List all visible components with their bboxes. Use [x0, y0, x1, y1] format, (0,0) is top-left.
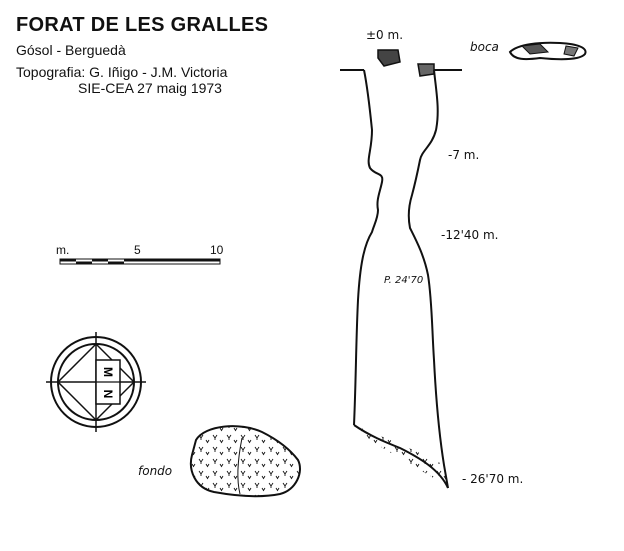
scale-bar	[59, 258, 221, 265]
cave-section-profile	[340, 49, 462, 489]
scale-mid-label: 5	[134, 243, 141, 257]
scale-unit-label: m.	[56, 243, 70, 257]
depth-7-label: -7 m.	[448, 148, 480, 162]
depth-12-label: -12'40 m.	[441, 228, 499, 242]
cave-title: FORAT DE LES GRALLES	[16, 14, 269, 36]
entrance-label: boca	[470, 40, 499, 54]
organization-date-text: SIE-CEA 27 maig 1973	[78, 80, 222, 96]
location-text: Gósol - Berguedà	[16, 42, 126, 58]
bottom-label: fondo	[138, 464, 173, 478]
north-arrow-icon: M N	[46, 332, 146, 432]
compass-letter-n: N	[101, 390, 115, 399]
pit-depth-label: P. 24'70	[384, 275, 424, 286]
depth-26-label: - 26'70 m.	[462, 472, 524, 486]
depth-zero-label: ±0 m.	[366, 28, 404, 42]
authors-text: Topografia: G. Iñigo - J.M. Victoria	[16, 64, 228, 80]
scale-end-label: 10	[210, 243, 224, 257]
compass-letter-m: M	[101, 367, 115, 377]
entrance-plan-shape	[508, 41, 587, 61]
bottom-plan-shape	[190, 425, 301, 498]
